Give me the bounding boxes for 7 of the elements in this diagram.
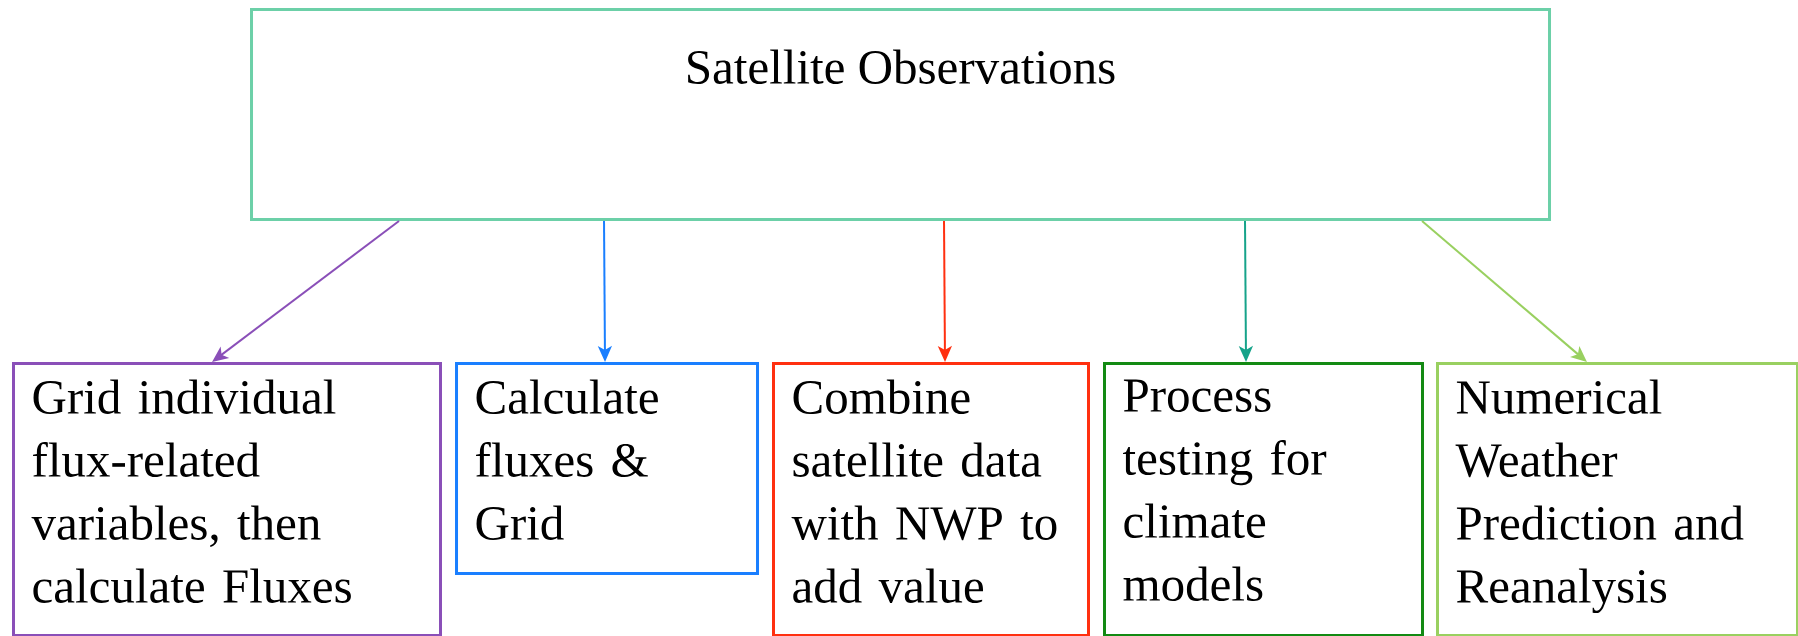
arrow [1421,220,1587,362]
process-box: Combine satellite data with NWP to add value [772,362,1090,636]
process-box: Calculate fluxes & Grid [455,362,759,575]
process-box: Process testing for climate models [1103,362,1424,636]
process-box: Numerical Weather Prediction and Reanalysis [1436,362,1798,636]
source-box: Satellite Observations [250,8,1551,221]
process-box: Grid individual flux-related variables, then calculate Fluxes [12,362,442,636]
